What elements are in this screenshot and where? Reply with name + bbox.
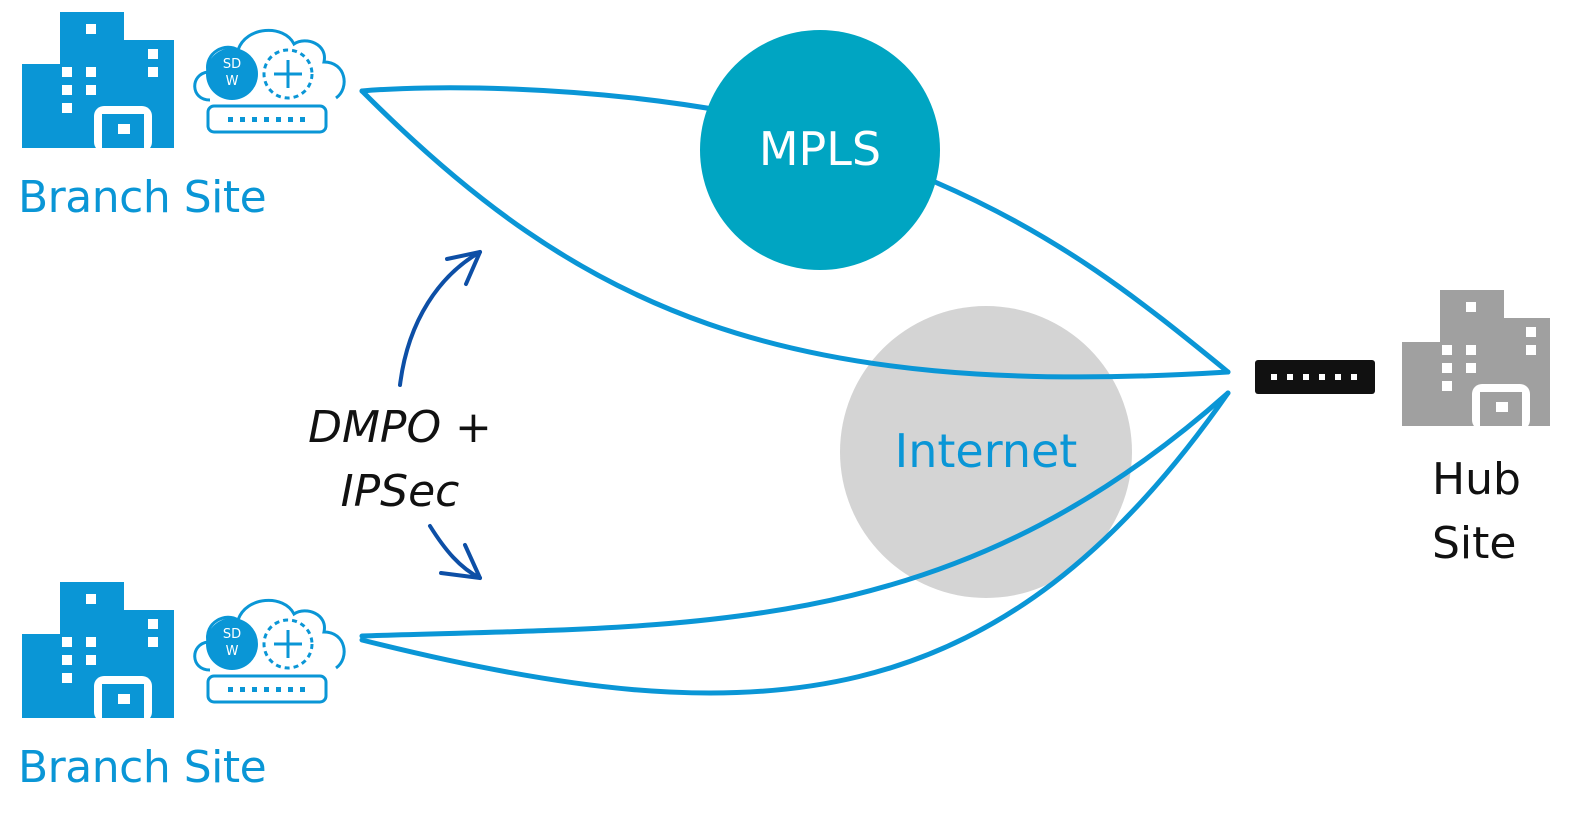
hub-building-icon — [1402, 290, 1550, 430]
link-branch-bottom-hub-lower — [359, 390, 1231, 696]
dmpo-arrow-down — [428, 524, 482, 580]
sdwan-edge-icon: SD W — [193, 599, 346, 704]
branch-bottom-label: Branch Site — [18, 742, 267, 793]
branch-top-label: Branch Site — [18, 172, 267, 223]
internet-label: Internet — [894, 424, 1078, 478]
hub-label-line1: Hub — [1432, 454, 1521, 505]
svg-text:W: W — [226, 644, 239, 659]
mpls-label: MPLS — [758, 122, 882, 176]
branch-building-icon — [22, 582, 174, 722]
dmpo-line1: DMPO + — [308, 402, 492, 453]
link-mpls-hub — [932, 179, 1231, 375]
hub-label-line2: Site — [1432, 518, 1517, 569]
sdwan-edge-icon: SD W — [193, 29, 346, 134]
dmpo-arrow-up-head — [445, 250, 482, 286]
svg-text:SD: SD — [223, 57, 241, 72]
svg-text:W: W — [226, 74, 239, 89]
link-branch-top-mpls — [359, 85, 733, 115]
hub-device-icon — [1255, 360, 1375, 394]
svg-text:SD: SD — [223, 627, 241, 642]
branch-building-icon — [22, 12, 174, 152]
dmpo-arrow-down-head — [439, 543, 482, 580]
dmpo-line2: IPSec — [340, 466, 460, 517]
mpls-cloud — [700, 30, 940, 270]
dmpo-arrow-up — [398, 250, 482, 387]
link-branch-top-internet-hub — [359, 88, 1231, 380]
link-branch-bottom-hub-upper — [359, 390, 1231, 639]
dmpo-ipsec-annotation: DMPO + IPSec — [300, 396, 500, 524]
